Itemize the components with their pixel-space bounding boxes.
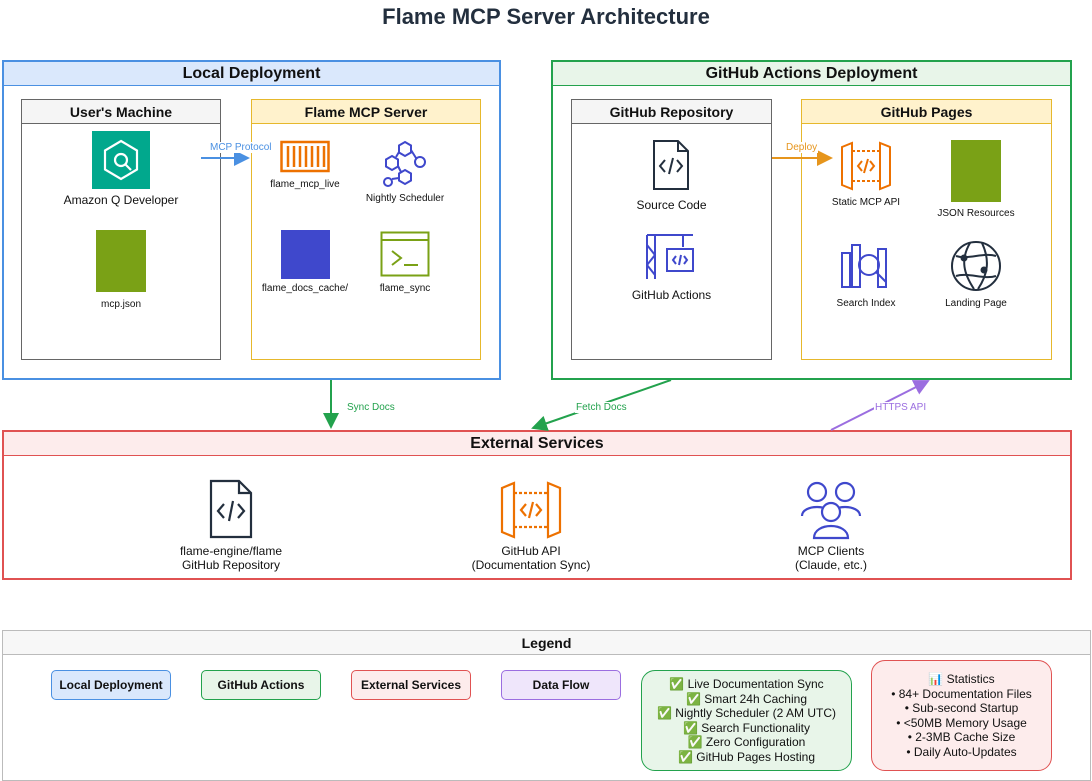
mcp-clients-label: MCP Clients (Claude, etc.) [731, 544, 931, 572]
container-icon[interactable] [280, 140, 330, 174]
json-resource-icon[interactable] [951, 140, 1001, 202]
stat-item: • 84+ Documentation Files [891, 686, 1032, 701]
flame-docs-cache-label: flame_docs_cache/ [261, 283, 349, 294]
fetch-docs-label: Fetch Docs [575, 402, 628, 413]
github-repository-header: GitHub Repository [572, 100, 771, 124]
landing-page-label: Landing Page [945, 298, 1007, 309]
legend-local-deployment: Local Deployment [51, 670, 171, 700]
external-services-header: External Services [4, 432, 1070, 456]
legend-external-services: External Services [351, 670, 471, 700]
source-code-icon[interactable] [209, 479, 253, 539]
external-services-group: External Services [2, 430, 1072, 580]
github-api-label: GitHub API (Documentation Sync) [431, 544, 631, 572]
local-deployment-group: Local Deployment [2, 60, 501, 380]
amazon-q-label: Amazon Q Developer [63, 193, 179, 207]
legend-title: Legend [521, 635, 572, 651]
cache-icon[interactable] [281, 230, 330, 279]
api-gateway-icon[interactable] [840, 141, 892, 191]
statistics-box: 📊 Statistics • 84+ Documentation Files •… [871, 660, 1052, 771]
feature-item: ✅ Nightly Scheduler (2 AM UTC) [657, 706, 836, 721]
static-mcp-api-label: Static MCP API [831, 197, 901, 208]
search-index-icon[interactable] [840, 239, 892, 291]
ci-crane-icon[interactable] [645, 231, 697, 281]
flame-mcp-server-box: Flame MCP Server [251, 99, 481, 360]
json-resources-label: JSON Resources [937, 208, 1015, 219]
page-title: Flame MCP Server Architecture [382, 4, 710, 29]
external-services-title: External Services [470, 435, 604, 452]
github-pages-box: GitHub Pages [801, 99, 1052, 360]
legend-box: Legend [2, 630, 1091, 781]
flame-engine-repo-line2: GitHub Repository [181, 558, 281, 572]
mcp-clients-line2: (Claude, etc.) [794, 558, 868, 572]
sync-docs-label: Sync Docs [346, 402, 396, 413]
github-api-line2: (Documentation Sync) [471, 558, 591, 572]
legend-github-actions: GitHub Actions [201, 670, 321, 700]
github-deployment-title: GitHub Actions Deployment [705, 65, 918, 82]
flame-mcp-live-label: flame_mcp_live [270, 179, 340, 190]
deploy-label: Deploy [785, 142, 819, 153]
github-pages-header: GitHub Pages [802, 100, 1051, 124]
stat-item: • <50MB Memory Usage [896, 715, 1027, 730]
legend-header: Legend [3, 631, 1090, 655]
flame-mcp-server-header: Flame MCP Server [252, 100, 480, 124]
amazon-q-icon[interactable] [92, 131, 150, 189]
feature-item: ✅ Zero Configuration [687, 735, 806, 750]
mcp-protocol-label: MCP Protocol [209, 142, 273, 153]
local-deployment-title: Local Deployment [182, 65, 321, 82]
github-actions-label: GitHub Actions [631, 288, 712, 302]
search-index-label: Search Index [836, 298, 896, 309]
feature-item: ✅ Smart 24h Caching [686, 691, 807, 706]
source-code-icon[interactable] [652, 139, 690, 191]
stat-item: • Sub-second Startup [904, 701, 1019, 716]
feature-item: ✅ GitHub Pages Hosting [677, 749, 815, 764]
https-api-label: HTTPS API [874, 402, 928, 413]
feature-item: ✅ Search Functionality [683, 720, 810, 735]
users-icon[interactable] [800, 480, 862, 540]
source-code-label: Source Code [636, 198, 707, 212]
stat-item: • 2-3MB Cache Size [907, 730, 1016, 745]
step-functions-icon[interactable] [380, 138, 430, 190]
globe-icon[interactable] [950, 240, 1002, 292]
local-deployment-header: Local Deployment [4, 62, 499, 86]
statistics-title: 📊 Statistics [928, 672, 995, 686]
github-repository-box: GitHub Repository [571, 99, 772, 360]
stat-item: • Daily Auto-Updates [906, 744, 1017, 759]
features-box: ✅ Live Documentation Sync ✅ Smart 24h Ca… [641, 670, 852, 771]
feature-item: ✅ Live Documentation Sync [669, 677, 824, 691]
users-machine-title: User's Machine [69, 104, 173, 120]
github-deployment-group: GitHub Actions Deployment [551, 60, 1072, 380]
mcp-json-label: mcp.json [100, 299, 141, 310]
github-repository-title: GitHub Repository [609, 104, 734, 120]
flame-engine-repo-line1: flame-engine/flame [179, 544, 283, 558]
config-file-icon[interactable] [96, 230, 146, 292]
flame-mcp-server-title: Flame MCP Server [304, 104, 428, 120]
legend-data-flow: Data Flow [501, 670, 621, 700]
flame-engine-repo-label: flame-engine/flame GitHub Repository [131, 544, 331, 572]
flame-sync-label: flame_sync [379, 283, 431, 294]
api-gateway-icon[interactable] [500, 481, 562, 539]
users-machine-header: User's Machine [22, 100, 220, 124]
github-api-line1: GitHub API [501, 544, 561, 558]
github-pages-title: GitHub Pages [880, 104, 973, 120]
mcp-clients-line1: MCP Clients [797, 544, 865, 558]
users-machine-box: User's Machine [21, 99, 221, 360]
nightly-scheduler-label: Nightly Scheduler [365, 193, 445, 204]
terminal-icon[interactable] [380, 231, 430, 277]
github-deployment-header: GitHub Actions Deployment [553, 62, 1070, 86]
